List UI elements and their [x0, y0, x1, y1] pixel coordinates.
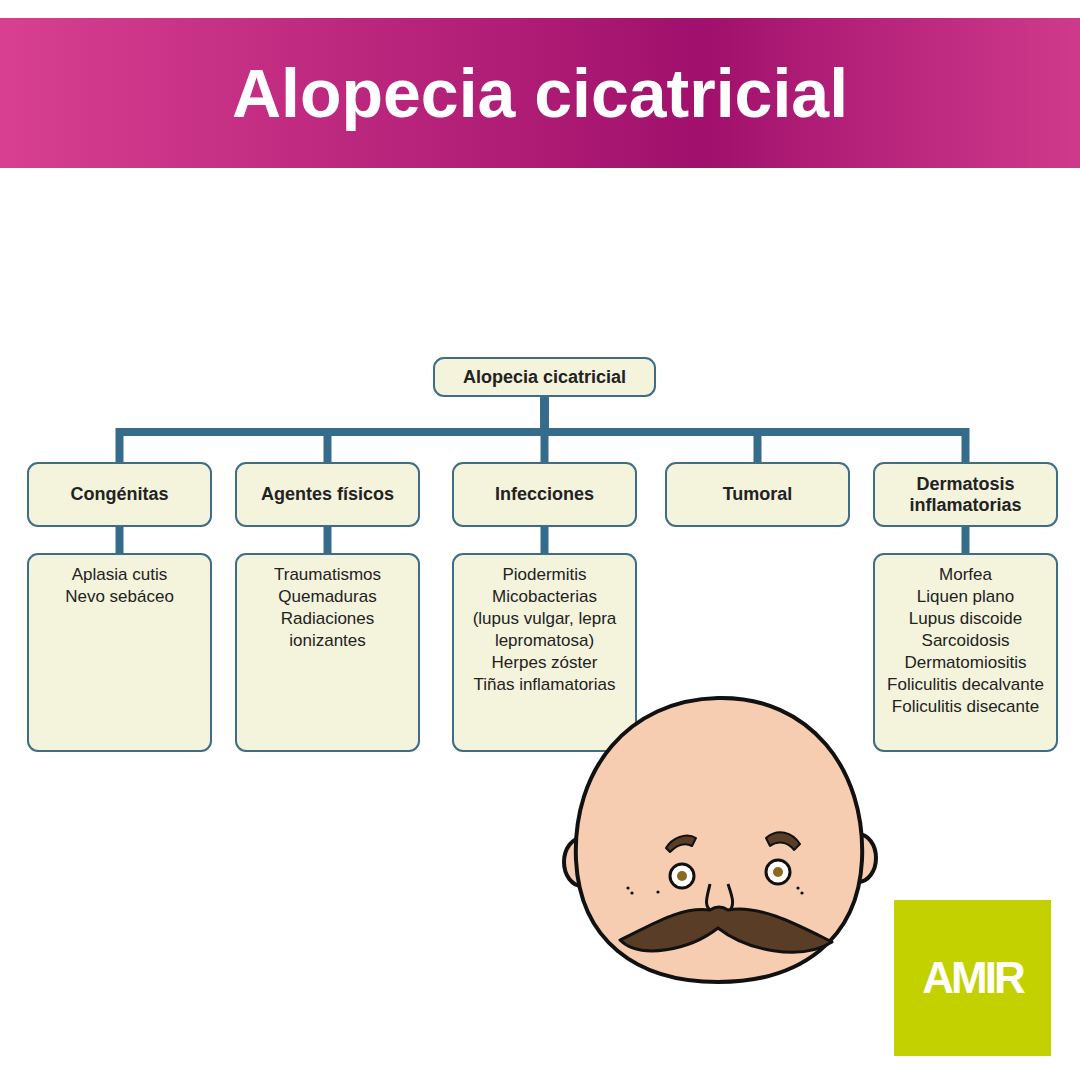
category-box: Infecciones	[452, 462, 637, 527]
list-item: Radiaciones ionizantes	[243, 608, 412, 652]
logo-box: AMIR	[894, 900, 1051, 1056]
list-item: Nevo sebáceo	[65, 586, 174, 608]
tree-connector	[545, 397, 966, 462]
list-item: Quemaduras	[278, 586, 376, 608]
tree-connector	[120, 397, 545, 462]
list-item: Tiñas inflamatorias	[473, 674, 615, 696]
list-item: Lupus discoide	[909, 608, 1022, 630]
list-item: Foliculitis disecante	[892, 696, 1039, 718]
list-item: Micobacterias	[492, 586, 597, 608]
list-item: Piodermitis	[502, 564, 586, 586]
list-box: PiodermitisMicobacterias(lupus vulgar, l…	[452, 553, 637, 752]
box-heading: Infecciones	[495, 484, 594, 505]
list-item: Sarcoidosis	[922, 630, 1010, 652]
list-item: Herpes zóster	[492, 652, 598, 674]
list-box: MorfeaLiquen planoLupus discoideSarcoido…	[873, 553, 1058, 752]
tree-connector	[324, 527, 332, 553]
box-heading: Dermatosis inflamatorias	[883, 474, 1048, 516]
list-item: Aplasia cutis	[72, 564, 167, 586]
category-box: Congénitas	[27, 462, 212, 527]
box-heading: Alopecia cicatricial	[463, 367, 626, 388]
tree-connector	[328, 397, 545, 462]
page-title: Alopecia cicatricial	[0, 18, 1080, 168]
list-item: (lupus vulgar, lepra lepromatosa)	[460, 608, 629, 652]
list-item: Foliculitis decalvante	[887, 674, 1044, 696]
list-box: TraumatismosQuemadurasRadiaciones ioniza…	[235, 553, 420, 752]
tree-connector	[116, 527, 124, 553]
box-heading: Congénitas	[70, 484, 168, 505]
list-item: Morfea	[939, 564, 992, 586]
root-box: Alopecia cicatricial	[433, 357, 656, 397]
box-heading: Agentes físicos	[261, 484, 394, 505]
category-box: Tumoral	[665, 462, 850, 527]
list-item: Dermatomiositis	[905, 652, 1027, 674]
logo-text: AMIR	[922, 953, 1022, 1003]
box-heading: Tumoral	[723, 484, 793, 505]
list-item: Traumatismos	[274, 564, 381, 586]
category-box: Dermatosis inflamatorias	[873, 462, 1058, 527]
list-item: Liquen plano	[917, 586, 1014, 608]
tree-connector	[962, 527, 970, 553]
tree-connector	[541, 527, 549, 553]
list-box: Aplasia cutisNevo sebáceo	[27, 553, 212, 752]
category-box: Agentes físicos	[235, 462, 420, 527]
